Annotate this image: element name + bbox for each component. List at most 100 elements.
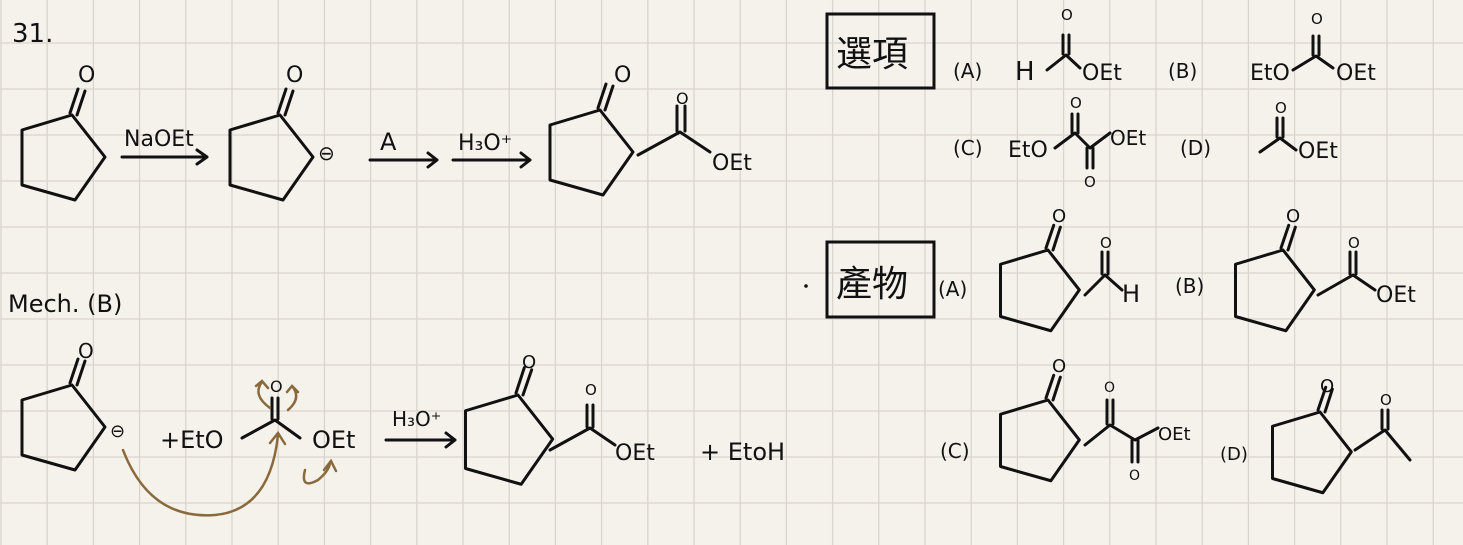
curved-arrow-leaving-icon	[302, 458, 338, 485]
option-b-bonds	[1291, 34, 1335, 72]
option-a-label: (A)	[953, 59, 982, 83]
product-c-label: (C)	[940, 439, 970, 463]
product-a-h: H	[1122, 280, 1140, 308]
option-c-left: EtO	[1008, 138, 1048, 163]
carbonyl-bond	[514, 366, 534, 397]
reaction-arrow-3	[451, 151, 532, 169]
ester-oxygen: O	[676, 89, 689, 108]
product-oet: OEt	[712, 151, 752, 176]
carbonyl-bond	[1279, 223, 1297, 252]
product-a-label: (A)	[938, 277, 967, 301]
mechanism-byproduct: + EtoH	[700, 438, 785, 466]
mechanism-arrow	[384, 431, 457, 449]
reagent-naoet: NaOEt	[124, 127, 194, 152]
option-a-left: H	[1015, 57, 1035, 87]
option-c-bonds	[1053, 112, 1112, 170]
mechanism-leaving-group: OEt	[312, 426, 355, 454]
mechanism-enolate-o: O	[78, 339, 94, 363]
reaction-scheme: O NaOEt O ⊖ A H₃O⁺ O O OEt	[20, 63, 752, 202]
option-c-o-bottom: O	[1084, 173, 1096, 191]
mechanism-product-oet: OEt	[615, 441, 655, 466]
carbonate-bonds	[240, 396, 302, 440]
carbonyl-bond	[68, 87, 87, 117]
ring-bonds	[20, 113, 107, 202]
mechanism-acid: H₃O⁺	[392, 407, 441, 431]
option-d-right: OEt	[1298, 139, 1338, 164]
products-section: 產物 (A) O O H (B) O O OEt (C) O O O OEt (…	[804, 206, 1416, 495]
option-c-label: (C)	[953, 136, 983, 160]
cyclopentanone	[20, 87, 107, 202]
ring-bonds	[999, 398, 1081, 483]
options-title-box	[825, 12, 936, 90]
reagent-h3o: H₃O⁺	[458, 131, 512, 156]
product-d-acetyl	[1353, 408, 1412, 462]
carbonyl-bond	[276, 87, 295, 117]
option-d-bonds	[1258, 116, 1298, 154]
products-title-box	[825, 240, 936, 319]
option-b-o: O	[1311, 10, 1323, 28]
mechanism-ester-o: O	[585, 381, 597, 399]
ring-bonds	[20, 383, 107, 472]
product-d-label: (D)	[1220, 444, 1248, 465]
enolate-oxygen: O	[286, 63, 303, 88]
reaction-arrow-1	[120, 148, 209, 166]
mechanism-section: Mech. (B) O ⊖ +EtO O OEt H₃O⁺ O O OEt + …	[8, 290, 785, 517]
product-c-oet: OEt	[1158, 424, 1191, 445]
product-beta-ketoester	[548, 82, 635, 197]
carbonyl-bond	[1044, 373, 1062, 402]
carbonyl-bond	[1044, 223, 1062, 252]
option-b-right: OEt	[1336, 61, 1376, 86]
option-d-o: O	[1275, 99, 1287, 117]
curved-arrow-attack-icon	[121, 430, 287, 517]
products-title: 產物	[836, 264, 908, 305]
option-a-bonds	[1045, 33, 1082, 72]
ring-bonds	[228, 113, 315, 202]
mechanism-product-o: O	[522, 352, 536, 373]
enolate-charge: ⊖	[318, 141, 335, 165]
product-d-ring	[1271, 385, 1353, 495]
ring-bonds	[1271, 410, 1353, 495]
product-c-ring	[999, 373, 1081, 483]
product-a-aldehyde	[1083, 250, 1124, 297]
options-title: 選項	[836, 34, 908, 75]
product-a-ring	[999, 223, 1081, 333]
option-a-o: O	[1061, 6, 1073, 24]
option-c-o-top: O	[1070, 94, 1082, 112]
product-b-label: (B)	[1175, 274, 1204, 298]
option-b-label: (B)	[1168, 59, 1197, 83]
product-ketone-oxygen: O	[614, 63, 631, 88]
product-c-o: O	[1052, 356, 1066, 377]
product-d-o: O	[1320, 376, 1334, 397]
ring-bonds	[1234, 248, 1316, 333]
mechanism-ester	[548, 403, 617, 452]
mechanism-title: Mech. (B)	[8, 290, 122, 318]
mechanism-reagent: +EtO	[160, 426, 224, 454]
product-a-o: O	[1052, 206, 1066, 227]
reaction-arrow-2	[368, 151, 439, 169]
option-c-right: OEt	[1110, 126, 1146, 150]
problem-number: 31.	[12, 19, 53, 49]
ketone-oxygen: O	[78, 63, 95, 88]
ring-bonds	[999, 248, 1081, 333]
product-d-o2: O	[1380, 391, 1392, 409]
option-d-label: (D)	[1180, 136, 1211, 160]
carbonyl-bond	[596, 82, 615, 112]
product-b-ring	[1234, 223, 1316, 333]
enolate	[228, 87, 315, 202]
product-a-o2: O	[1100, 234, 1112, 252]
option-b-left: EtO	[1250, 61, 1290, 86]
mechanism-enolate	[20, 357, 107, 472]
mechanism-product	[464, 366, 555, 486]
product-b-ester	[1316, 250, 1377, 297]
product-b-oet: OEt	[1376, 283, 1416, 308]
reagent-a: A	[380, 128, 397, 156]
ester-bond	[636, 104, 712, 157]
curved-arrow-pi-icon	[254, 379, 300, 412]
product-b-o2: O	[1348, 234, 1360, 252]
dot	[804, 284, 808, 288]
carbonyl-bond	[68, 357, 87, 387]
option-a-right: OEt	[1082, 61, 1122, 86]
carbonate-o: O	[270, 377, 283, 396]
